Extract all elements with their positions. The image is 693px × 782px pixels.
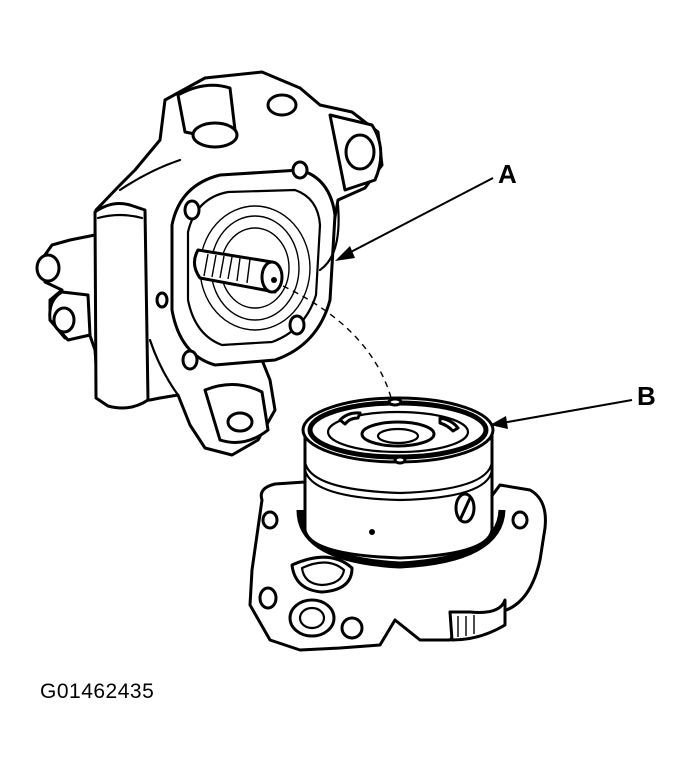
callout-a-label: A <box>498 159 517 189</box>
callout-b-arrowhead <box>490 416 508 429</box>
alignment-guide <box>282 285 394 406</box>
pump-cartridge-b <box>248 396 547 652</box>
callout-a: A <box>335 159 517 261</box>
callout-b: B <box>490 381 656 429</box>
figure-id: G01462435 <box>40 680 155 703</box>
callout-a-arrowhead <box>335 246 355 261</box>
pump-housing-a <box>35 70 384 457</box>
callout-b-label: B <box>637 381 656 411</box>
